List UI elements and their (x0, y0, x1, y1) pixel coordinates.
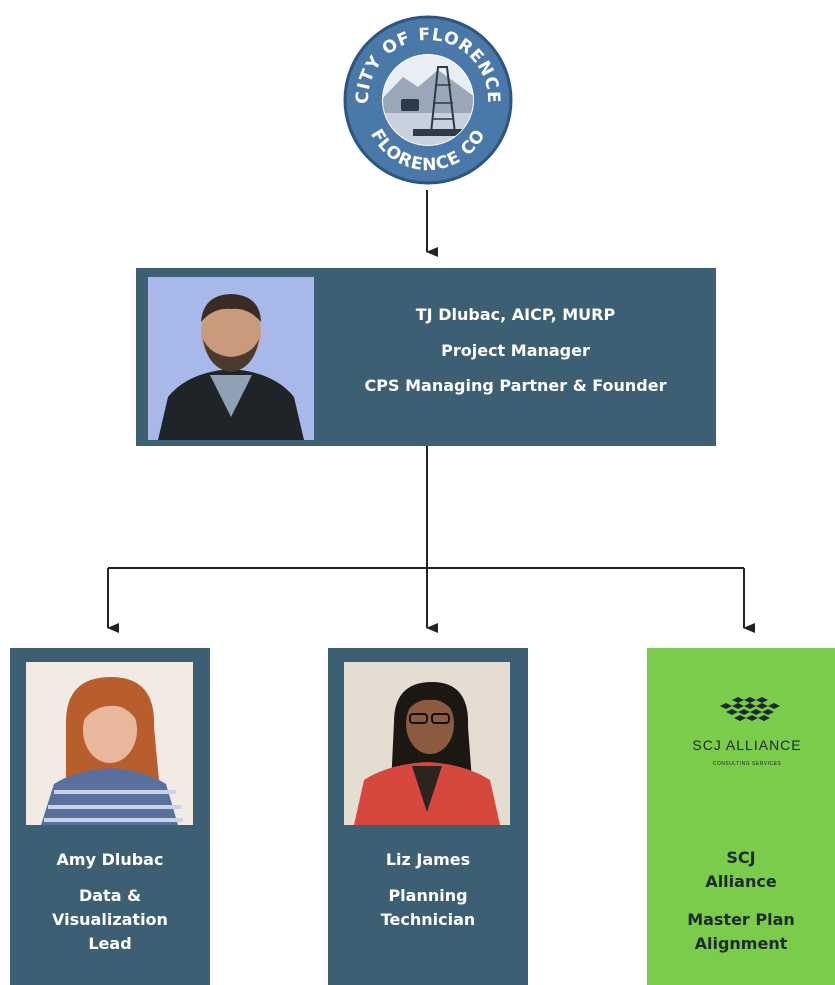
team-member-role-liz: Planning Technician (380, 886, 476, 929)
team-card-scj-alliance (647, 648, 835, 985)
team-member-role-amy: Data & Visualization Lead (52, 886, 168, 953)
project-manager-photo (148, 277, 314, 440)
project-manager-title: CPS Managing Partner & Founder (364, 376, 667, 395)
scj-logo-wordmark: SCJ ALLIANCE (692, 737, 801, 753)
team-member-name-liz: Liz James (385, 850, 471, 869)
scj-logo-tagline: CONSULTING SERVICES (713, 761, 782, 767)
team-member-role-scj: Master Plan Alignment (687, 910, 795, 953)
project-manager-name: TJ Dlubac, AICP, MURP (415, 305, 616, 324)
project-manager-role: Project Manager (441, 341, 590, 360)
team-member-photo-liz (344, 662, 510, 825)
city-of-florence-seal: CITY OF FLORENCE FLORENCE CO (343, 15, 513, 185)
team-member-name-amy: Amy Dlubac (56, 850, 164, 869)
team-member-photo-amy (26, 662, 193, 825)
scj-alliance-logo: SCJ ALLIANCE CONSULTING SERVICES (692, 697, 801, 767)
team-member-name-scj: SCJ Alliance (705, 848, 777, 891)
